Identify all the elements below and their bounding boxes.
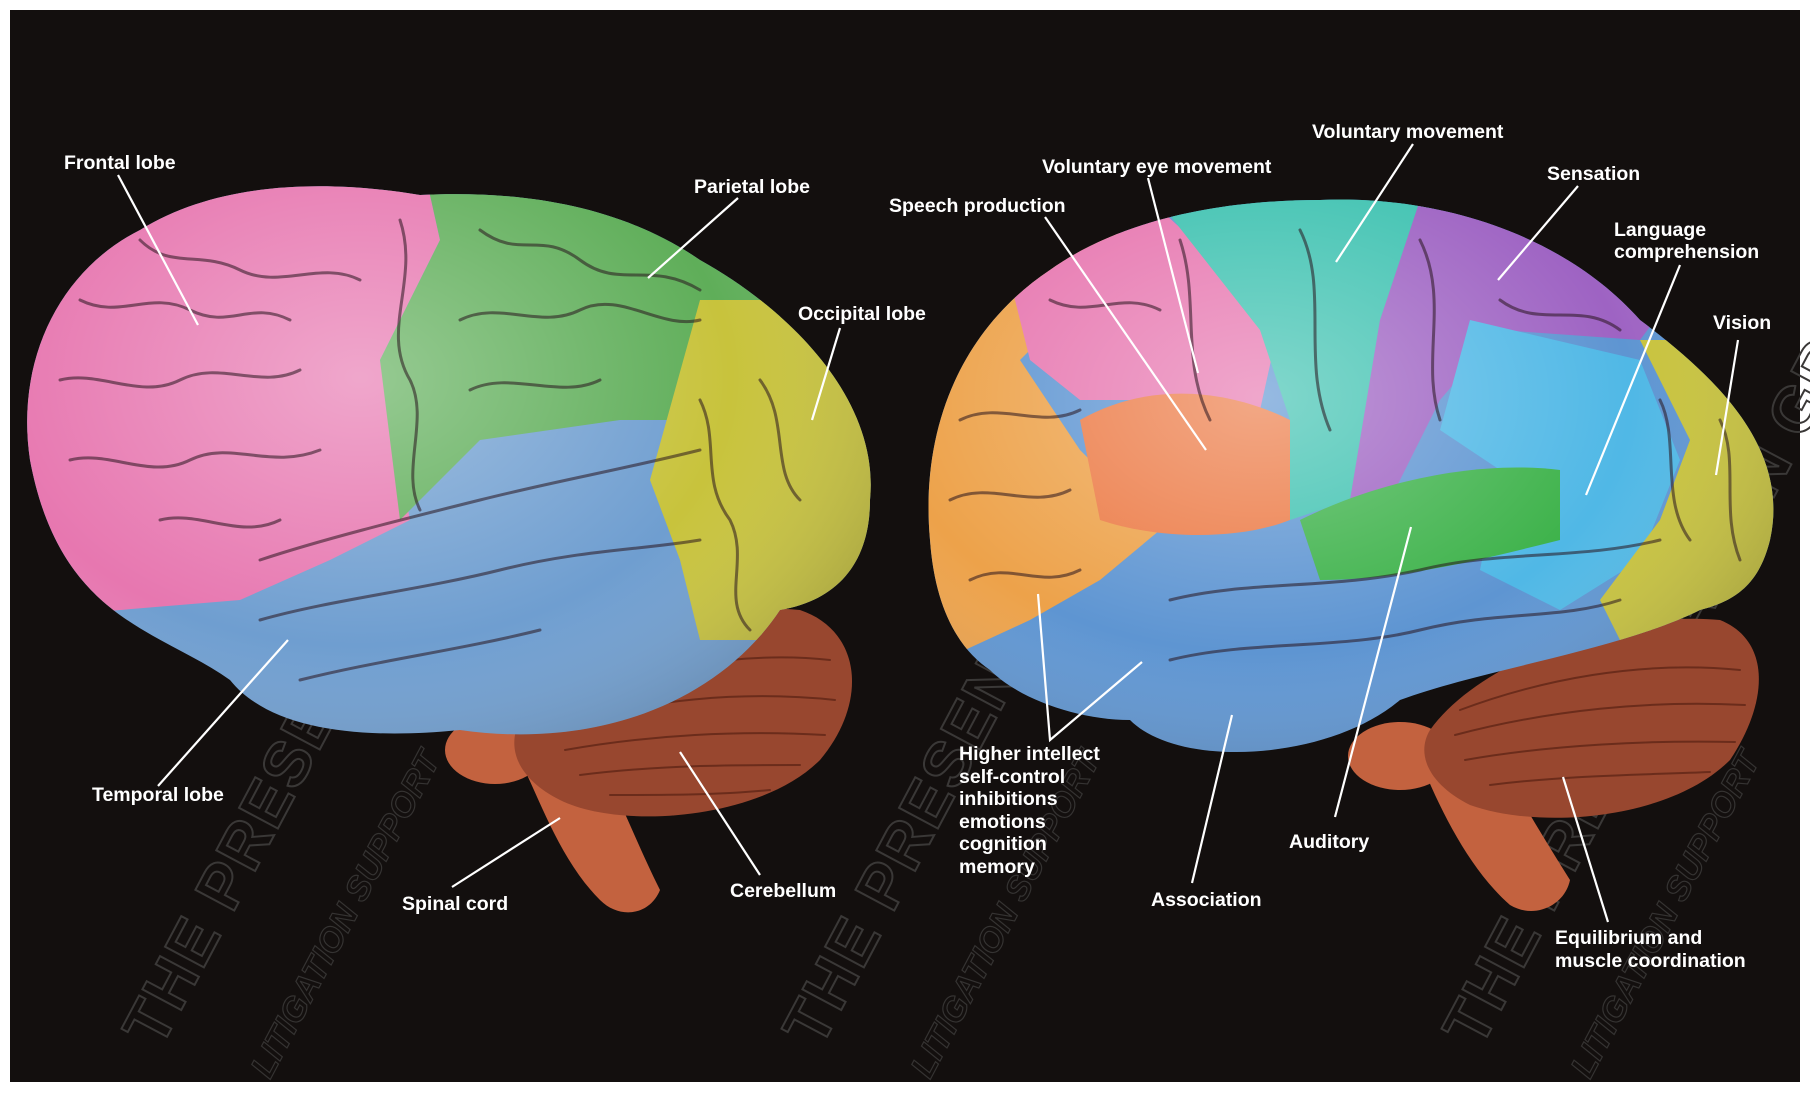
language-comprehension-label-line1: Language (1614, 219, 1706, 241)
temporal-lobe-label: Temporal lobe (92, 784, 224, 806)
cerebellum-label: Cerebellum (730, 880, 836, 902)
frontal-lobe-label: Frontal lobe (64, 152, 176, 174)
language-comprehension-label-line2: comprehension (1614, 241, 1759, 263)
association-label: Association (1151, 889, 1262, 911)
speech-production-label: Speech production (889, 195, 1066, 217)
auditory-label: Auditory (1289, 831, 1369, 853)
voluntary-movement-label: Voluntary movement (1312, 121, 1504, 143)
higher-intellect-label-line2: self-control (959, 766, 1065, 788)
sensation-label: Sensation (1547, 163, 1640, 185)
equilibrium-label-line2: muscle coordination (1555, 950, 1746, 972)
higher-intellect-label-line4: emotions (959, 811, 1046, 833)
parietal-lobe-label: Parietal lobe (694, 176, 810, 198)
vision-label: Vision (1713, 312, 1771, 334)
higher-intellect-label-line6: memory (959, 856, 1035, 878)
higher-intellect-label-line3: inhibitions (959, 788, 1058, 810)
spinal-cord-label: Spinal cord (402, 893, 508, 915)
occipital-lobe-label: Occipital lobe (798, 303, 926, 325)
voluntary-eye-movement-label: Voluntary eye movement (1042, 156, 1272, 178)
higher-intellect-label-line1: Higher intellect (959, 743, 1100, 765)
higher-intellect-label-line5: cognition (959, 833, 1047, 855)
equilibrium-label-line1: Equilibrium and (1555, 927, 1702, 949)
